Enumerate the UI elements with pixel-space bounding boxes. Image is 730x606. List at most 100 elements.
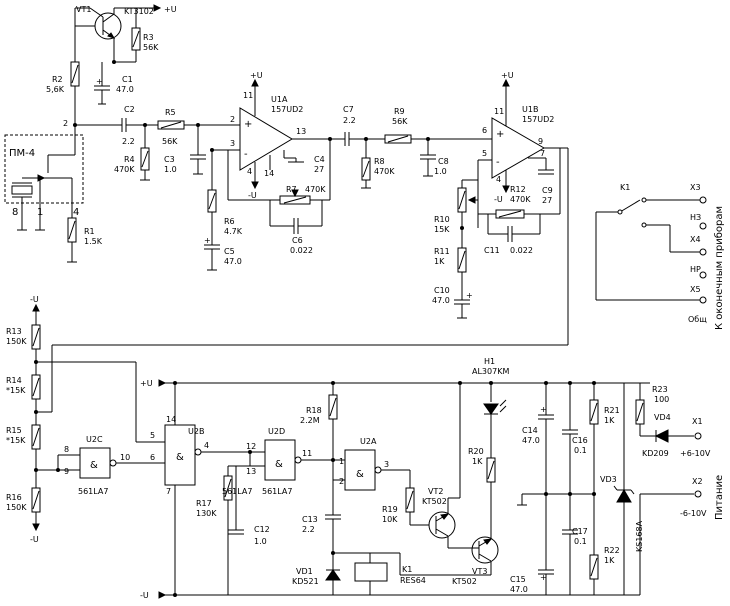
- vt1-type: KT3102: [124, 7, 154, 16]
- vt3-ref: VT3: [472, 567, 487, 576]
- u2d-pin-b: 13: [246, 467, 256, 476]
- vd4-ref: VD4: [654, 413, 671, 422]
- u1b-pin-corr: 7: [540, 149, 545, 158]
- c11-ref: C11: [484, 246, 500, 255]
- comp-top-rail: -U: [30, 295, 39, 304]
- x4-ref: X4: [690, 235, 701, 244]
- pos-rail-label: +U: [140, 379, 153, 388]
- r18-ref: R18: [306, 406, 322, 415]
- c12-ref: C12: [254, 525, 270, 534]
- vt1-transistor: [94, 12, 122, 40]
- sensor-pin-4: 4: [73, 207, 79, 218]
- r13-ref: R13: [6, 327, 22, 336]
- u2b-type: 561LA7: [222, 487, 252, 496]
- c16-ref: C16: [572, 436, 588, 445]
- r19-value: 10K: [382, 515, 398, 524]
- r4-value: 470K: [114, 165, 135, 174]
- u2c-type: 561LA7: [78, 487, 108, 496]
- u1a-vn-label: -U: [248, 191, 257, 200]
- c12-value: 1.0: [254, 537, 267, 546]
- r9-ref: R9: [394, 107, 405, 116]
- h1-led: [483, 403, 499, 415]
- neg-rail-label: -U: [140, 591, 149, 600]
- vt2-ref: VT2: [428, 487, 443, 496]
- u2d-pin-y: 11: [302, 449, 312, 458]
- c11-value: 0.022: [510, 246, 533, 255]
- u2b-ref: U2B: [188, 427, 204, 436]
- u2a-ref: U2A: [360, 437, 377, 446]
- r15-value: *15K: [6, 436, 26, 445]
- sensor-pm4: ПМ-4 8 1 4 R1 1.5K: [4, 125, 103, 263]
- u1a-opamp: [239, 107, 293, 171]
- x1-ref: X1: [692, 417, 703, 426]
- c8-value: 1.0: [434, 167, 447, 176]
- nz-label: НЗ: [690, 213, 701, 222]
- c13-value: 2.2: [302, 525, 315, 534]
- vd1-type: KD521: [292, 577, 319, 586]
- r4-ref: R4: [124, 155, 135, 164]
- comp-bottom-rail: -U: [30, 535, 39, 544]
- vt2-type: KT502: [422, 497, 447, 506]
- output-contacts: K1 X3 НЗ X4 НР X5 Общ К оконечным прибор…: [595, 183, 725, 330]
- svg-text:+: +: [244, 119, 252, 130]
- x3-ref: X3: [690, 183, 701, 192]
- c14-ref: C14: [522, 426, 538, 435]
- h1-type: AL307KM: [472, 367, 509, 376]
- u1a-pin-vn: 4: [247, 167, 252, 176]
- r5-ref: R5: [165, 108, 176, 117]
- r6-ref: R6: [224, 217, 235, 226]
- r21-value: 1K: [604, 416, 615, 425]
- u1b-pin-inm: 5: [482, 149, 487, 158]
- x1-terminal: [694, 432, 702, 440]
- r8-value: 470K: [374, 167, 395, 176]
- r12-ref: R12: [510, 185, 526, 194]
- h1-ref: H1: [484, 357, 495, 366]
- x5-ref: X5: [690, 285, 701, 294]
- u1a-pin-inp: 2: [230, 115, 235, 124]
- r2-ref: R2: [52, 75, 63, 84]
- r10-value: 15K: [434, 225, 450, 234]
- x1-label: +6-10V: [680, 449, 711, 458]
- r9-value: 56K: [392, 117, 408, 126]
- u2c-pin-y: 10: [120, 453, 130, 462]
- u1a-pin-corr: 14: [264, 169, 274, 178]
- u1b-opamp: [491, 117, 546, 179]
- c16-value: 0.1: [574, 446, 587, 455]
- r3-ref: R3: [143, 33, 154, 42]
- u2c-symbol: &: [90, 460, 98, 471]
- power-side-label: Питание: [714, 475, 725, 520]
- u1a-pin-out: 13: [296, 127, 306, 136]
- c5-value: 47.0: [224, 257, 242, 266]
- r1-value: 1.5K: [84, 237, 103, 246]
- r18-value: 2.2M: [300, 416, 320, 425]
- vd4-type: KD209: [642, 449, 669, 458]
- vd3-zener: [616, 489, 632, 503]
- u1a-type: 157UD2: [271, 105, 303, 114]
- svg-text:+: +: [96, 77, 103, 86]
- r20-ref: R20: [468, 447, 484, 456]
- svg-text:+: +: [540, 573, 547, 582]
- r13-value: 150K: [6, 337, 27, 346]
- r11-value: 1K: [434, 257, 445, 266]
- r14-value: *15K: [6, 386, 26, 395]
- u2a-symbol: &: [356, 469, 364, 480]
- r22-value: 1K: [604, 556, 615, 565]
- c10-ref: C10: [434, 286, 450, 295]
- c3-ref: C3: [164, 155, 175, 164]
- u1a-pin-inm: 3: [230, 139, 235, 148]
- svg-text:-: -: [244, 149, 248, 160]
- svg-text:+: +: [204, 236, 211, 245]
- c6-ref: C6: [292, 236, 303, 245]
- svg-text:-: -: [496, 157, 500, 168]
- r14-ref: R14: [6, 376, 22, 385]
- u2d-gate: [264, 439, 296, 481]
- u2a-pin-a: 1: [339, 457, 344, 466]
- sensor-pin-8: 8: [12, 207, 18, 218]
- c5-ref: C5: [224, 247, 235, 256]
- r19-ref: R19: [382, 505, 398, 514]
- u2b-pin-gnd: 7: [166, 487, 171, 496]
- svg-text:+: +: [540, 405, 547, 414]
- nr-label: НР: [690, 265, 701, 274]
- c15-ref: C15: [510, 575, 526, 584]
